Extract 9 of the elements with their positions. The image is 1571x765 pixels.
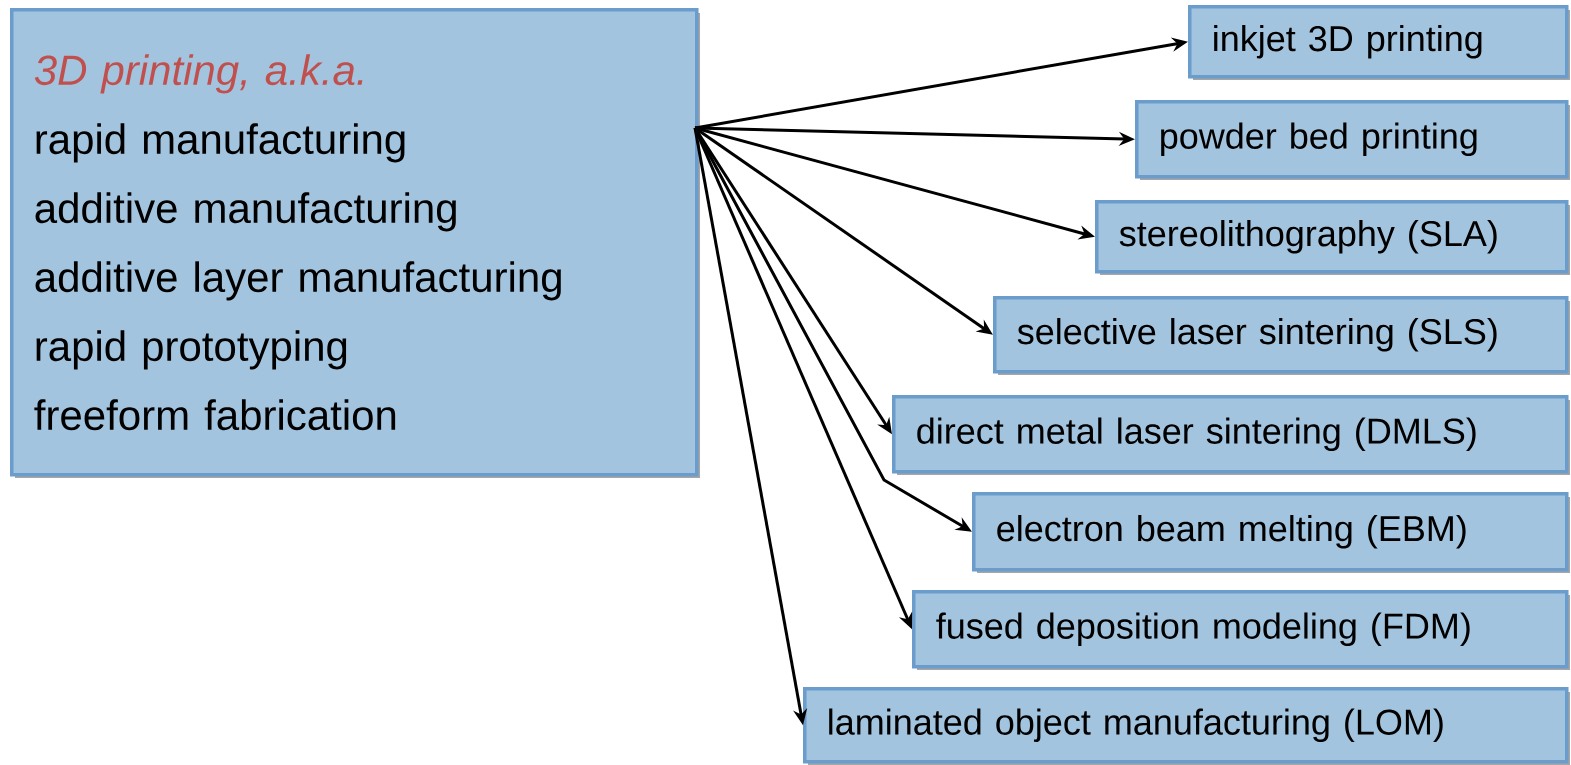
process-box: stereolithography (SLA) — [1095, 200, 1570, 275]
process-box: electron beam melting (EBM) — [972, 492, 1570, 573]
process-box: powder bed printing — [1135, 100, 1570, 180]
process-box: fused deposition modeling (FDM) — [912, 590, 1570, 670]
process-box: inkjet 3D printing — [1188, 5, 1570, 80]
process-box: 3D printing, a.k.a. rapid manufacturing additive manufacturing additive layer manufacturing rapid prototyping freeform fabrication — [10, 8, 700, 478]
process-box: direct metal laser sintering (DMLS) — [892, 395, 1570, 475]
process-box: laminated object manufacturing (LOM) — [803, 687, 1570, 765]
process-box: selective laser sintering (SLS) — [993, 296, 1570, 375]
